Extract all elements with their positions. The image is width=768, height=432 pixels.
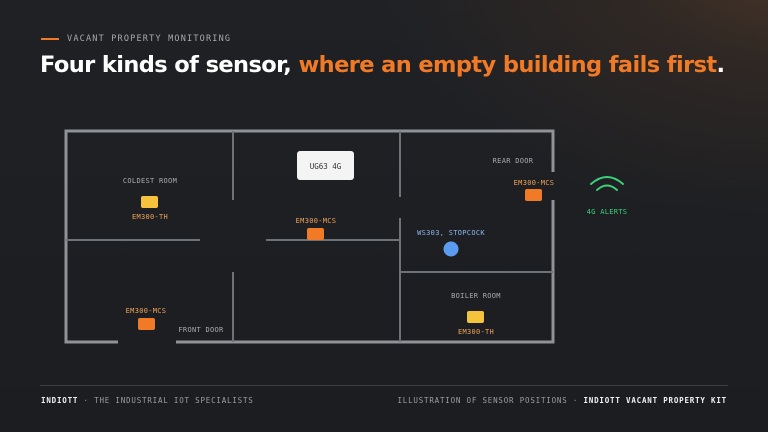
kicker: VACANT PROPERTY MONITORING [41, 33, 231, 45]
sensor-marker-center-mcs [307, 228, 324, 240]
wall-outer-right-bottom [176, 200, 555, 344]
inner-walls [66, 131, 553, 342]
signal-arc-outer [590, 176, 624, 185]
alerts-label: 4G ALERTS [587, 208, 628, 216]
footer-tagline: · THE INDUSTRIAL IOT SPECIALISTS [78, 396, 254, 405]
footer-left: INDIOTT · THE INDUSTRIAL IOT SPECIALISTS [41, 396, 254, 405]
kicker-text: VACANT PROPERTY MONITORING [67, 34, 232, 44]
sensor-marker-stopcock [443, 241, 459, 257]
footer-divider [40, 385, 728, 386]
sensor-label-stopcock: WS303, STOPCOCK [417, 229, 485, 237]
footer-right: ILLUSTRATION OF SENSOR POSITIONS · INDIO… [397, 396, 727, 405]
signal-icon [590, 176, 624, 191]
sensor-label-coldest-th: EM300-TH [132, 213, 168, 221]
page-title: Four kinds of sensor, where an empty bui… [40, 52, 726, 78]
kicker-accent-line [41, 38, 59, 40]
room-label-rear-door: REAR DOOR [493, 157, 534, 165]
gateway-box [297, 151, 354, 180]
room-label-coldest: COLDEST ROOM [123, 177, 177, 185]
footer-kit: INDIOTT VACANT PROPERTY KIT [583, 396, 727, 405]
sensor-marker-coldest-th [141, 196, 158, 208]
headline-end: . [716, 52, 726, 78]
sensor-label-boiler-th: EM300-TH [458, 328, 494, 336]
wall-outer-top-left [64, 129, 555, 344]
outer-walls [64, 129, 555, 344]
sensor-marker-boiler-th [467, 311, 484, 323]
headline-main: Four kinds of sensor, [40, 52, 299, 78]
signal-arc-inner [596, 184, 618, 191]
footer-caption: ILLUSTRATION OF SENSOR POSITIONS · [397, 396, 584, 405]
headline-accent: where an empty building fails first [298, 52, 717, 78]
sensor-marker-front-mcs [138, 318, 155, 330]
sensor-marker-rear-mcs [525, 189, 542, 201]
gateway-label: UG63 4G [310, 162, 342, 171]
footer-brand: INDIOTT [41, 396, 79, 405]
sensor-label-front-mcs: EM300-MCS [126, 307, 167, 315]
sensor-label-center-mcs: EM300-MCS [296, 217, 337, 225]
room-label-front-door: FRONT DOOR [178, 326, 224, 334]
sensor-label-rear-mcs: EM300-MCS [514, 179, 555, 187]
room-label-boiler: BOILER ROOM [451, 292, 501, 300]
